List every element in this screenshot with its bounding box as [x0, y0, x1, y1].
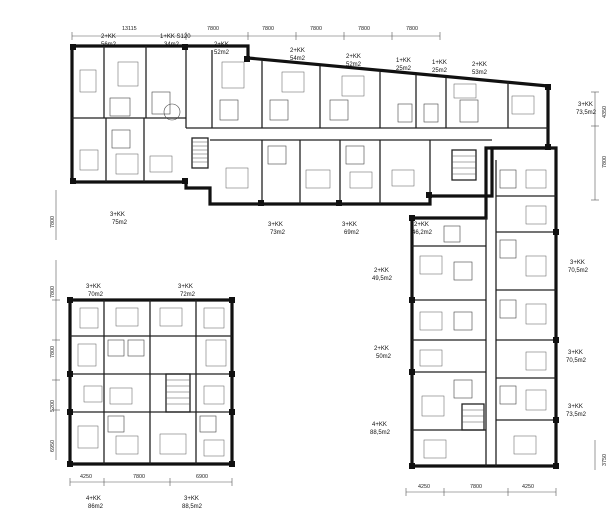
unit-23-area: 88,5m2 — [182, 504, 203, 510]
dim-bottom-l3: 6900 — [196, 474, 208, 480]
unit-6-type: 1+KK — [396, 58, 411, 64]
unit-2-area: 34m2 — [164, 42, 180, 48]
dim-top-5: 7800 — [358, 26, 370, 32]
right-wing — [409, 146, 559, 469]
unit-19-area: 88,5m2 — [370, 430, 391, 436]
dim-left-4: 6950 — [50, 440, 56, 452]
unit-13-area: 46,2m2 — [412, 230, 433, 236]
unit-10-area: 75m2 — [112, 220, 128, 226]
unit-8-type: 2+KK — [472, 62, 487, 68]
dimension-lines-right: 4350 7800 3750 — [591, 91, 608, 470]
unit-9-type: 3+KK — [578, 102, 593, 108]
dim-top-2: 7800 — [207, 26, 219, 32]
unit-14-type: 2+KK — [374, 268, 389, 274]
unit-4-area: 54m2 — [290, 56, 306, 62]
unit-1-type: 2+KK — [101, 34, 116, 40]
unit-7-area: 25m2 — [432, 68, 448, 74]
unit-20-type: 3+KK — [86, 284, 101, 290]
unit-16-type: 2+KK — [374, 346, 389, 352]
upper-wing — [70, 44, 551, 206]
unit-19-type: 4+KK — [372, 422, 387, 428]
dim-top-4: 7800 — [310, 26, 322, 32]
unit-6-area: 25m2 — [396, 66, 412, 72]
dim-left-u1: 7800 — [50, 216, 56, 228]
dim-bottom-l2: 7800 — [133, 474, 145, 480]
dim-left-3: 5200 — [50, 400, 56, 412]
lower-left-building — [67, 297, 235, 467]
unit-5-type: 2+KK — [346, 54, 361, 60]
dim-right-3: 3750 — [602, 454, 608, 466]
unit-2-type: 1+KK S120 — [160, 34, 191, 40]
dimension-lines-left: 7800 7800 7800 5200 6950 — [50, 190, 60, 460]
dim-top-6: 7800 — [406, 26, 418, 32]
dim-top-1: 13115 — [122, 26, 137, 32]
dim-top-3: 7800 — [262, 26, 274, 32]
unit-7-type: 1+KK — [432, 60, 447, 66]
unit-8-area: 53m2 — [472, 70, 488, 76]
unit-11-type: 3+KK — [268, 222, 283, 228]
unit-20-area: 70m2 — [88, 292, 104, 298]
dim-bottom-r3: 4250 — [522, 484, 534, 490]
dim-right-1: 4350 — [602, 106, 608, 118]
unit-labels: 2+KK 56m2 1+KK S120 34m2 2+KK 52m2 2+KK … — [86, 34, 597, 510]
unit-1-area: 56m2 — [101, 42, 117, 48]
unit-21-area: 72m2 — [180, 292, 196, 298]
dimension-lines-top: 13115 7800 7800 7800 7800 7800 — [71, 26, 441, 40]
dimension-lines-bottom: 4250 7800 6900 4250 7800 4250 — [69, 474, 557, 496]
dim-right-2: 7800 — [602, 156, 608, 168]
dim-left-2: 7800 — [50, 346, 56, 358]
unit-21-type: 3+KK — [178, 284, 193, 290]
unit-14-area: 49,5m2 — [372, 276, 393, 282]
unit-22-area: 86m2 — [88, 504, 104, 510]
unit-15-area: 70,5m2 — [568, 268, 589, 274]
unit-22-type: 4+KK — [86, 496, 101, 502]
unit-9-area: 73,5m2 — [576, 110, 597, 116]
unit-17-type: 3+KK — [568, 350, 583, 356]
unit-15-type: 3+KK — [570, 260, 585, 266]
unit-16-area: 50m2 — [376, 354, 392, 360]
unit-18-area: 73,5m2 — [566, 412, 587, 418]
unit-12-type: 3+KK — [342, 222, 357, 228]
unit-11-area: 73m2 — [270, 230, 286, 236]
unit-12-area: 69m2 — [344, 230, 360, 236]
dim-left-1: 7800 — [50, 286, 56, 298]
dim-bottom-r1: 4250 — [418, 484, 430, 490]
unit-4-type: 2+KK — [290, 48, 305, 54]
unit-23-type: 3+KK — [184, 496, 199, 502]
unit-3-area: 52m2 — [214, 50, 230, 56]
unit-18-type: 3+KK — [568, 404, 583, 410]
unit-5-area: 52m2 — [346, 62, 362, 68]
dim-bottom-l1: 4250 — [80, 474, 92, 480]
dim-bottom-r2: 7800 — [470, 484, 482, 490]
unit-17-area: 70,5m2 — [566, 358, 587, 364]
unit-10-type: 3+KK — [110, 212, 125, 218]
unit-3-type: 2+KK — [214, 42, 229, 48]
unit-13-type: 2+KK — [414, 222, 429, 228]
